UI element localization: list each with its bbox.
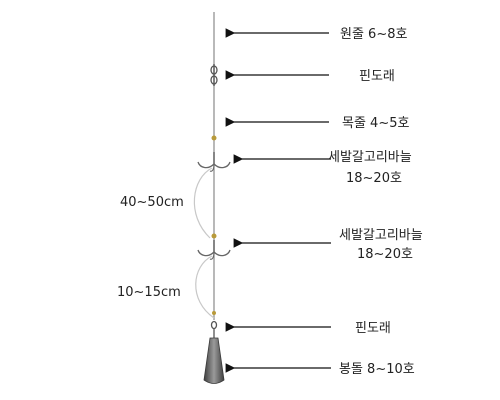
top-swivel [210,64,218,86]
lower-treble-hook [197,240,231,260]
bottom-swivel [210,320,218,338]
sinker [203,337,225,384]
top-swivel-label: 핀도래 [359,69,395,84]
sinker-label: 봉돌 8~10호 [339,362,415,377]
upper-span-bracket [193,167,213,239]
upper-treble-hook [197,152,231,172]
lower-hook-label-line2: 18~20호 [357,247,413,262]
lower-hook-label-line1: 세발갈고리바늘 [339,228,423,243]
bead [211,135,217,141]
bead [212,311,216,315]
main-line-label: 원줄 6~8호 [340,27,407,42]
upper-hook-label-line2: 18~20호 [346,171,402,186]
upper-span-dimension: 40~50cm [120,195,184,210]
lower-span-bracket [195,255,215,319]
leader-line-label: 목줄 4~5호 [342,116,409,131]
lower-span-dimension: 10~15cm [117,285,181,300]
bead [211,233,217,239]
upper-hook-label-line1: 세발갈고리바늘 [328,150,412,165]
bottom-swivel-label: 핀도래 [355,321,391,336]
